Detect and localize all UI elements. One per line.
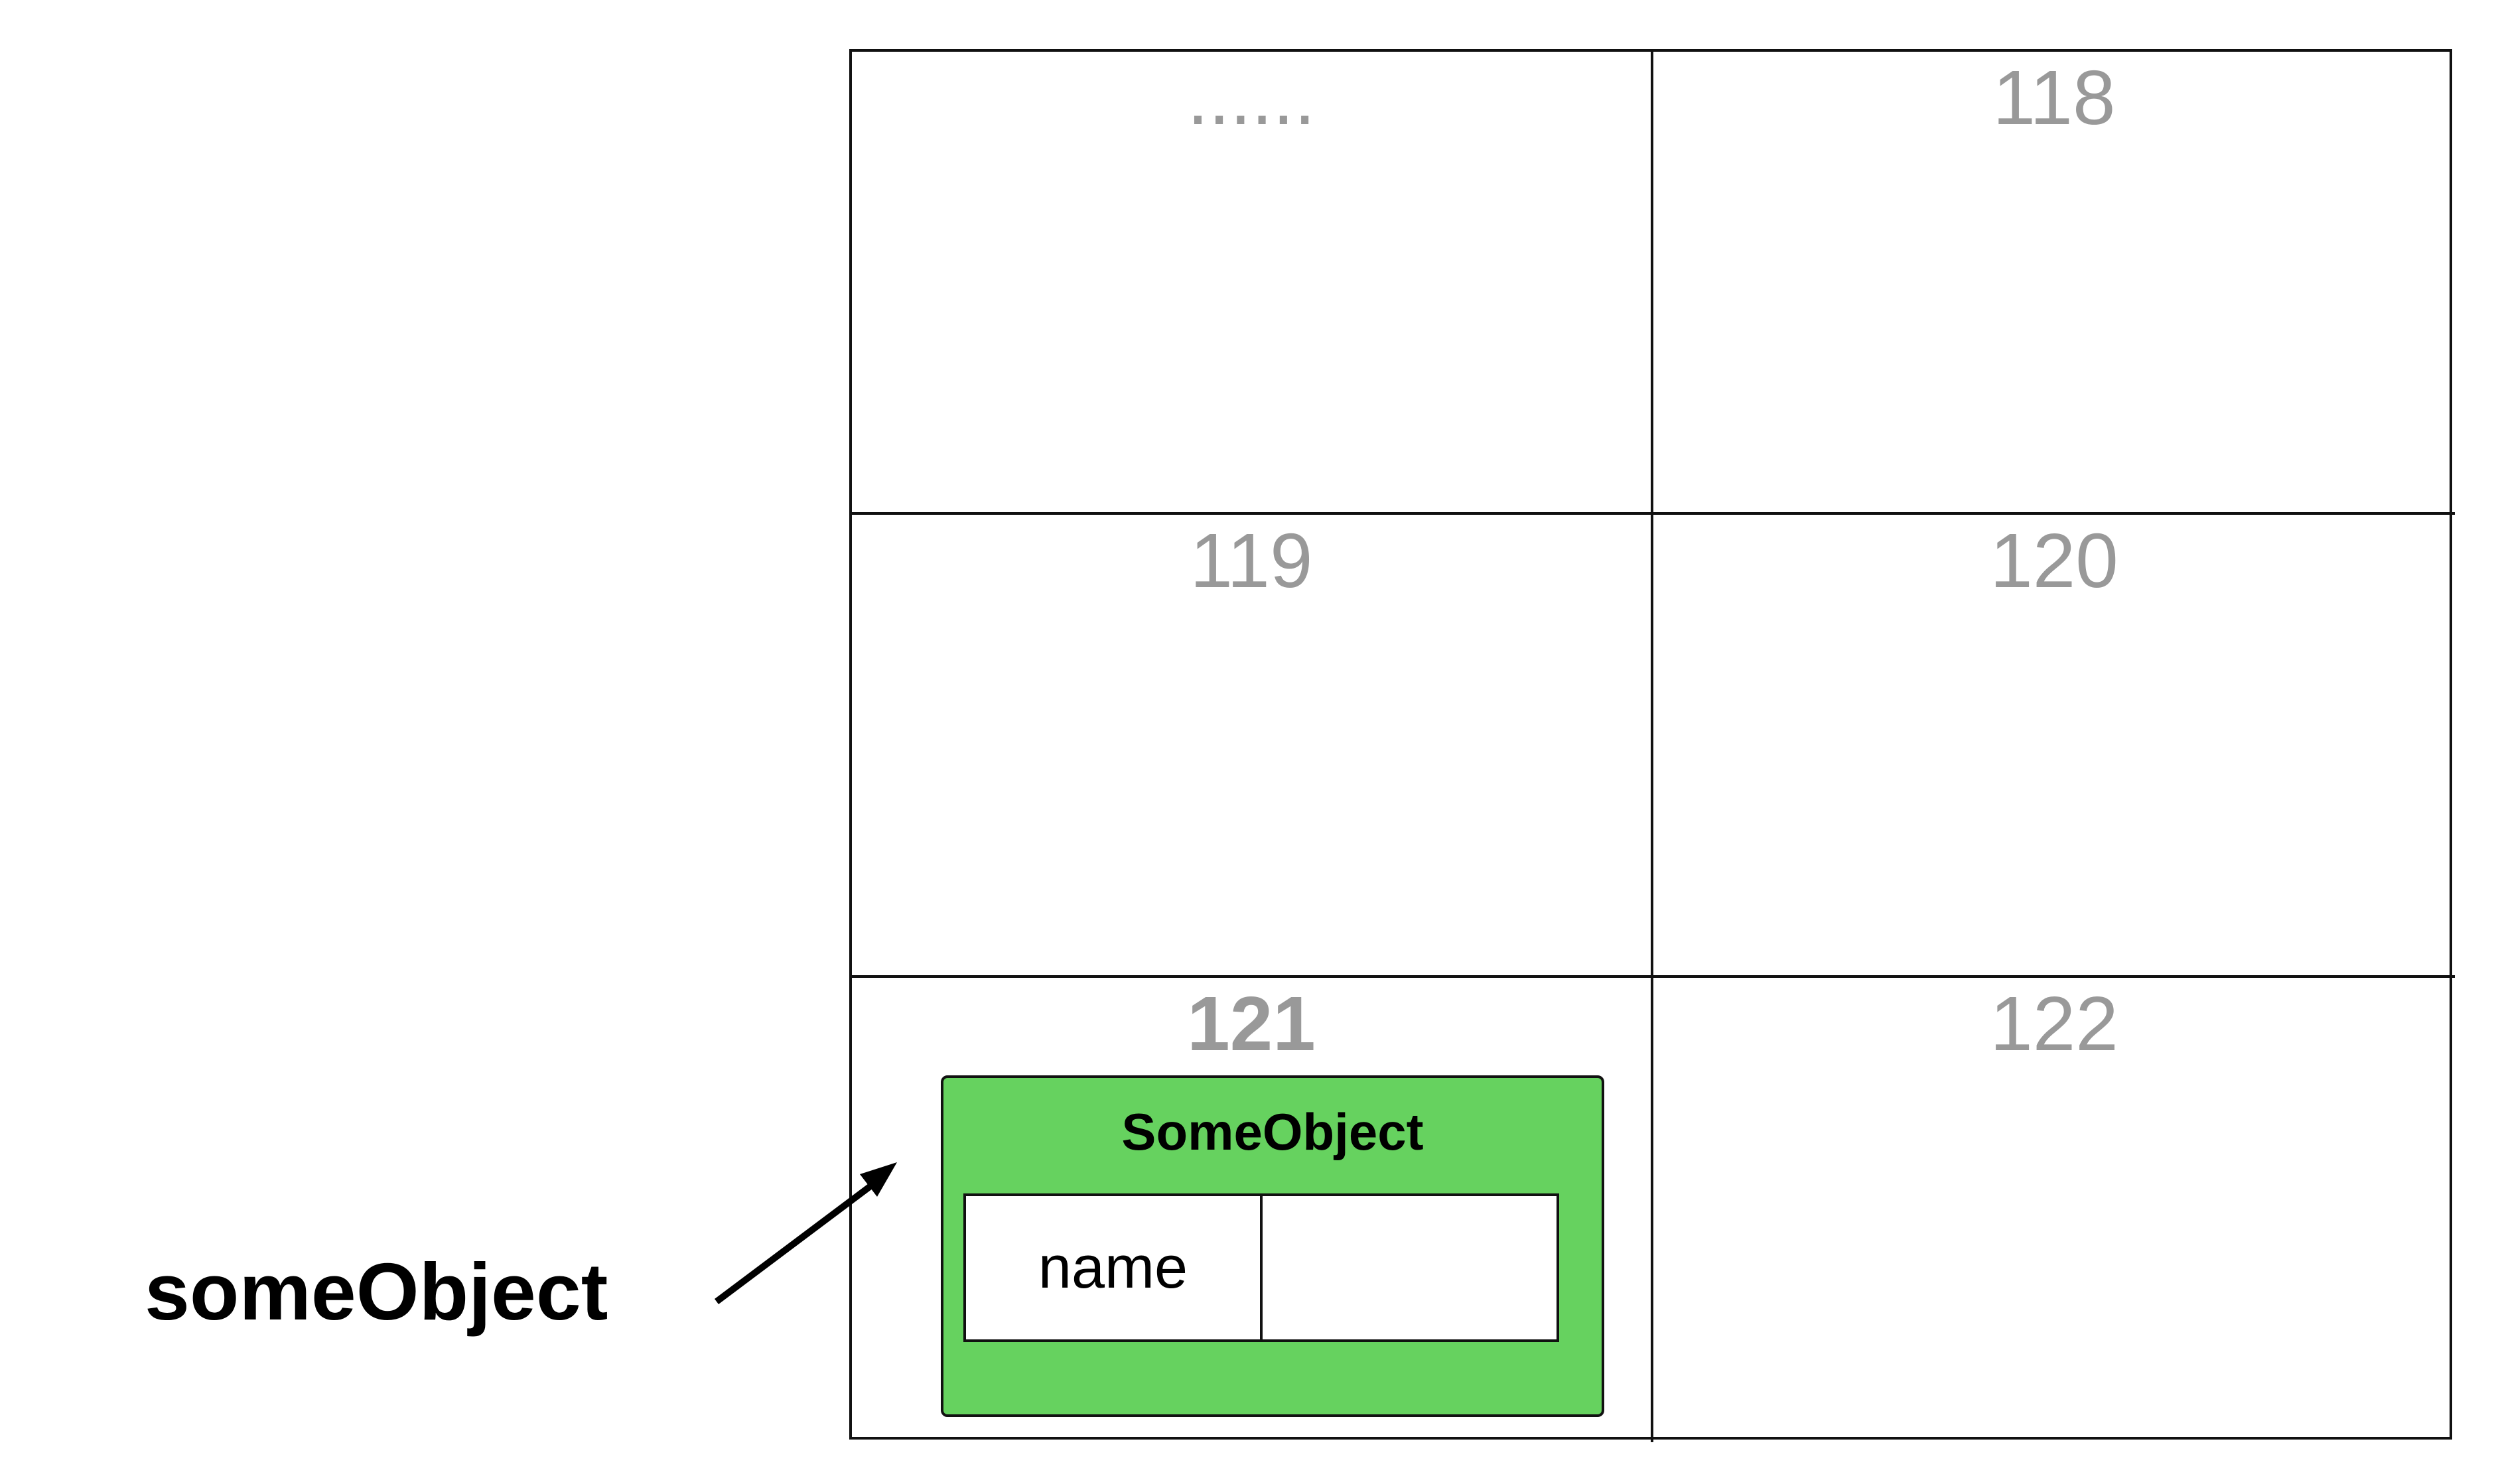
- memory-grid: ...... 118 119 120 121 122: [849, 49, 2455, 1442]
- memory-cell: 119: [852, 515, 1653, 978]
- object-title: SomeObject: [1121, 1103, 1424, 1161]
- memory-address-label-highlighted: 121: [1187, 980, 1316, 1067]
- memory-cell: 118: [1653, 52, 2455, 515]
- memory-address-label: 118: [1992, 54, 2116, 141]
- memory-cell-highlighted: 121: [852, 978, 1653, 1442]
- memory-address-label: 122: [1990, 980, 2118, 1067]
- memory-cell: 122: [1653, 978, 2455, 1442]
- field-value-cell: [1263, 1196, 1557, 1339]
- memory-address-label: 120: [1990, 517, 2118, 604]
- memory-cell: ......: [852, 52, 1653, 515]
- object-box: SomeObject name: [941, 1075, 1604, 1417]
- field-name-cell: name: [966, 1196, 1263, 1339]
- memory-address-label: ......: [1187, 54, 1316, 141]
- reference-variable-label: someObject: [145, 1247, 608, 1337]
- memory-address-label: 119: [1190, 517, 1313, 604]
- object-field-row: name: [963, 1193, 1559, 1342]
- memory-cell: 120: [1653, 515, 2455, 978]
